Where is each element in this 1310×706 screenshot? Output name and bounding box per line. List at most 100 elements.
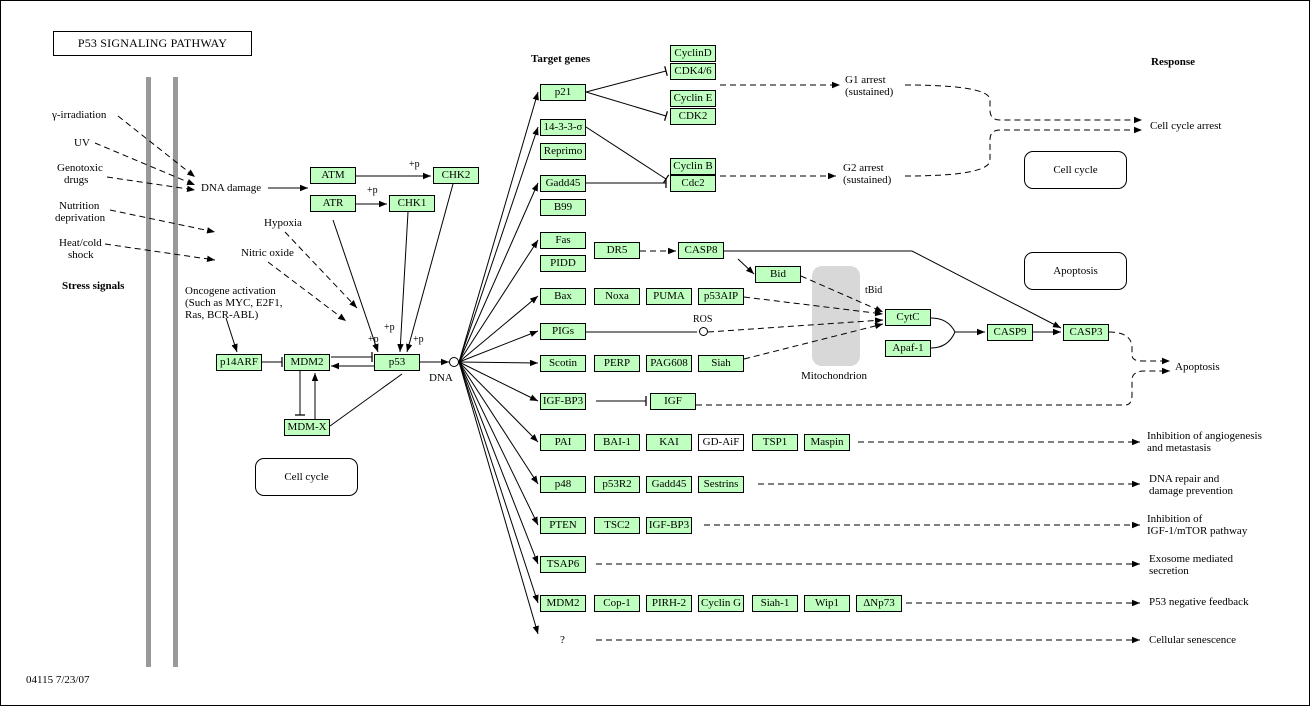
- gene-atm[interactable]: ATM: [310, 167, 356, 184]
- response-igf-mtor-1: Inhibition of: [1147, 513, 1203, 525]
- gene-cyclind[interactable]: CyclinD: [670, 45, 716, 62]
- edge-ros-cytc: [707, 317, 884, 333]
- gene-p14arf[interactable]: p14ARF: [216, 354, 262, 371]
- gene-dr5[interactable]: DR5: [594, 242, 640, 259]
- stress-genotoxic-1: Genotoxic: [57, 162, 103, 174]
- g2-arrest-label-1: G2 arrest: [843, 162, 884, 174]
- gene-kai[interactable]: KAI: [646, 434, 692, 451]
- gene-cytc[interactable]: CytC: [885, 309, 931, 326]
- phospho-atr-label: +p: [367, 185, 378, 196]
- gene-casp3[interactable]: CASP3: [1063, 324, 1109, 341]
- gene-puma[interactable]: PUMA: [646, 288, 692, 305]
- gene-siah[interactable]: Siah: [698, 355, 744, 372]
- gene-igf-bp3-mtor[interactable]: IGF-BP3: [646, 517, 692, 534]
- mitochondrion-shape: [812, 266, 860, 366]
- edge-hypoxia-p53: [284, 231, 358, 309]
- edge-atr-p53: [332, 219, 379, 353]
- gene-bid[interactable]: Bid: [755, 266, 801, 283]
- gene-pirh-2[interactable]: PIRH-2: [646, 595, 692, 612]
- gene-gadd45-repair[interactable]: Gadd45: [646, 476, 692, 493]
- gene-p53[interactable]: p53: [374, 354, 420, 371]
- edge-casp8-casp3: [724, 250, 1062, 329]
- cell-membrane-inner: [173, 77, 178, 667]
- gene-bai-1[interactable]: BAI-1: [594, 434, 640, 451]
- response-exosome-2: secretion: [1149, 565, 1189, 577]
- edge-uv-dna-damage: [94, 142, 196, 186]
- edge-dna-gadd45: [458, 182, 539, 363]
- gene-mdm2[interactable]: MDM2: [284, 354, 330, 371]
- gene-gd-aif[interactable]: GD-AiF: [698, 434, 744, 451]
- gene-mdm2-feedback[interactable]: MDM2: [540, 595, 586, 612]
- gene-cop-1[interactable]: Cop-1: [594, 595, 640, 612]
- gene-mdm-x[interactable]: MDM-X: [284, 419, 330, 436]
- cell-membrane-outer: [146, 77, 151, 667]
- edge-dna-p21: [458, 91, 539, 363]
- response-negative-feedback: P53 negative feedback: [1149, 596, 1249, 608]
- gene-siah-1[interactable]: Siah-1: [752, 595, 798, 612]
- gene-atr[interactable]: ATR: [310, 195, 356, 212]
- gene-p21[interactable]: p21: [540, 84, 586, 101]
- gene-sestrins[interactable]: Sestrins: [698, 476, 744, 493]
- stress-genotoxic-2: drugs: [64, 174, 89, 186]
- gene-maspin[interactable]: Maspin: [804, 434, 850, 451]
- gene-noxa[interactable]: Noxa: [594, 288, 640, 305]
- dna-node: [449, 357, 459, 367]
- gene-cyclin-b[interactable]: Cyclin B: [670, 158, 716, 175]
- gene-pidd[interactable]: PIDD: [540, 255, 586, 272]
- gene-perp[interactable]: PERP: [594, 355, 640, 372]
- gene-pten[interactable]: PTEN: [540, 517, 586, 534]
- edge-g2-cell-cycle-arrest: [904, 126, 1142, 177]
- apoptosis-map-link[interactable]: Apoptosis: [1024, 252, 1127, 290]
- phospho-atm-label: +p: [409, 159, 420, 170]
- edge-dna-fas: [458, 239, 539, 363]
- gene-delta-np73[interactable]: ΔNp73: [856, 595, 902, 612]
- gene-cyclin-e[interactable]: Cyclin E: [670, 90, 716, 107]
- gene-cdk2[interactable]: CDK2: [670, 108, 716, 125]
- gene-scotin[interactable]: Scotin: [540, 355, 586, 372]
- edge-nitric-oxide-p53: [267, 261, 347, 322]
- g1-arrest-label-1: G1 arrest: [845, 74, 886, 86]
- gene-wip1[interactable]: Wip1: [804, 595, 850, 612]
- edge-dna-mdm2: [458, 361, 539, 604]
- hypoxia-label: Hypoxia: [264, 217, 302, 229]
- gene-fas[interactable]: Fas: [540, 232, 586, 249]
- edge-cytc-casp9: [930, 317, 985, 336]
- response-dna-repair-2: damage prevention: [1149, 485, 1233, 497]
- gene-casp8[interactable]: CASP8: [678, 242, 724, 259]
- gene-cdk4-6[interactable]: CDK4/6: [670, 63, 716, 80]
- gene-cdc2[interactable]: Cdc2: [670, 175, 716, 192]
- gene-apaf-1[interactable]: Apaf-1: [885, 340, 931, 357]
- cell-cycle-map-link-right[interactable]: Cell cycle: [1024, 151, 1127, 189]
- gene-tsp1[interactable]: TSP1: [752, 434, 798, 451]
- edge-dna-p48: [458, 361, 539, 485]
- gene-b99[interactable]: B99: [540, 199, 586, 216]
- gene-tsap6[interactable]: TSAP6: [540, 556, 586, 573]
- gene-bax[interactable]: Bax: [540, 288, 586, 305]
- gene-reprimo[interactable]: Reprimo: [540, 143, 586, 160]
- edge-nutrition: [109, 209, 216, 234]
- edge-oncogene-p14arf: [225, 317, 238, 353]
- gene-14-3-3-sigma[interactable]: 14-3-3-σ: [540, 119, 586, 136]
- gene-p53r2[interactable]: p53R2: [594, 476, 640, 493]
- stress-heat-1: Heat/cold: [59, 237, 102, 249]
- gene-p48[interactable]: p48: [540, 476, 586, 493]
- gene-casp9[interactable]: CASP9: [987, 324, 1033, 341]
- gene-cyclin-g[interactable]: Cyclin G: [698, 595, 744, 612]
- cell-cycle-map-link-left[interactable]: Cell cycle: [255, 458, 358, 496]
- oncogene-label-3: Ras, BCR-ABL): [185, 309, 259, 321]
- response-angiogenesis-1: Inhibition of angiogenesis: [1147, 430, 1262, 442]
- gene-tsc2[interactable]: TSC2: [594, 517, 640, 534]
- phospho-p53-label-3: +p: [413, 334, 424, 345]
- gene-chk2[interactable]: CHK2: [433, 167, 479, 184]
- gene-pai[interactable]: PAI: [540, 434, 586, 451]
- gene-pigs[interactable]: PIGs: [540, 323, 586, 340]
- tbid-label: tBid: [865, 285, 883, 296]
- gene-igf-bp3[interactable]: IGF-BP3: [540, 393, 586, 410]
- gene-p53aip[interactable]: p53AIP: [698, 288, 744, 305]
- edge-apaf1-casp9: [930, 331, 956, 349]
- gene-chk1[interactable]: CHK1: [389, 195, 435, 212]
- gene-igf[interactable]: IGF: [650, 393, 696, 410]
- gene-pag608[interactable]: PAG608: [646, 355, 692, 372]
- response-dna-repair-1: DNA repair and: [1149, 473, 1220, 485]
- gene-gadd45[interactable]: Gadd45: [540, 175, 586, 192]
